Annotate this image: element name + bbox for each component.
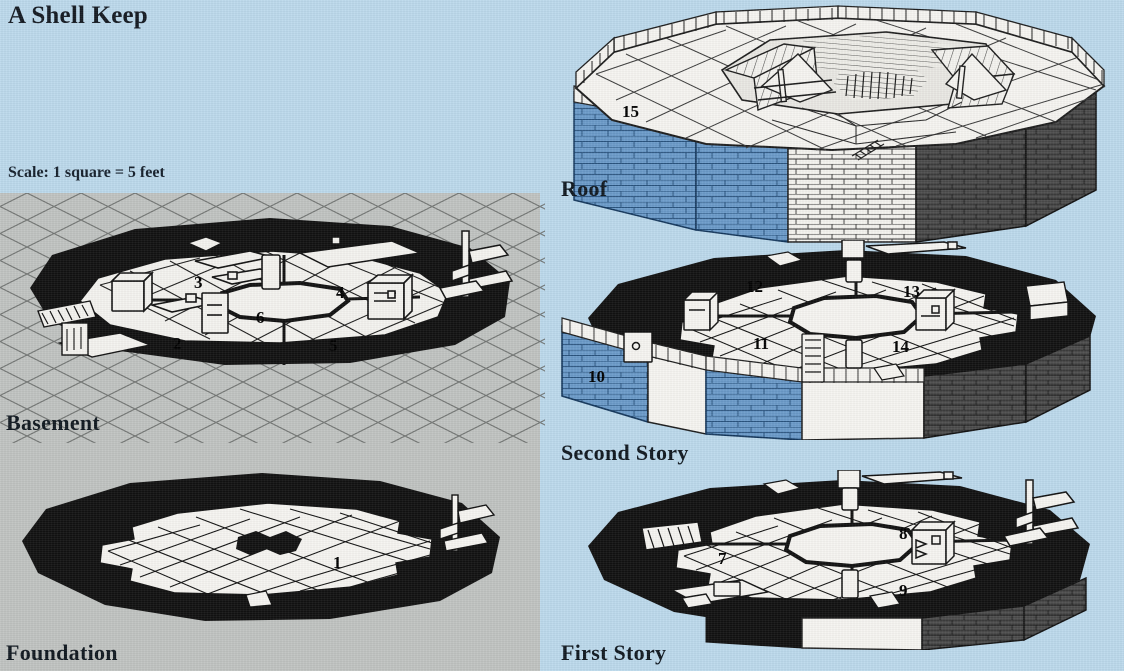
room-number-15: 15 [622, 102, 639, 121]
section-label-second-story: Second Story [561, 440, 689, 465]
room-number-4: 4 [336, 283, 345, 302]
basement-illustration [0, 193, 545, 443]
section-label-foundation: Foundation [6, 640, 118, 665]
page-title: A Shell Keep [8, 2, 148, 29]
second-story-illustration [561, 240, 1096, 440]
foundation-illustration [22, 473, 500, 621]
room-number-1: 1 [333, 553, 342, 572]
scale-note: Scale: 1 square = 5 feet [8, 164, 165, 181]
room-number-9: 9 [899, 581, 908, 600]
room-number-3: 3 [194, 273, 203, 292]
room-number-12: 12 [746, 277, 763, 296]
room-number-10: 10 [588, 367, 605, 386]
section-label-basement: Basement [6, 410, 101, 435]
room-number-8: 8 [899, 524, 908, 543]
room-number-6: 6 [256, 308, 265, 327]
room-number-2: 2 [173, 334, 182, 353]
room-number-11: 11 [753, 334, 770, 353]
first-story-illustration [588, 470, 1090, 650]
room-number-13: 13 [903, 282, 920, 301]
room-number-5: 5 [329, 336, 338, 355]
section-label-first-story: First Story [561, 640, 667, 665]
room-number-14: 14 [892, 337, 909, 356]
section-label-roof: Roof [561, 176, 608, 201]
roof-illustration [573, 5, 1106, 243]
room-number-7: 7 [718, 549, 727, 568]
